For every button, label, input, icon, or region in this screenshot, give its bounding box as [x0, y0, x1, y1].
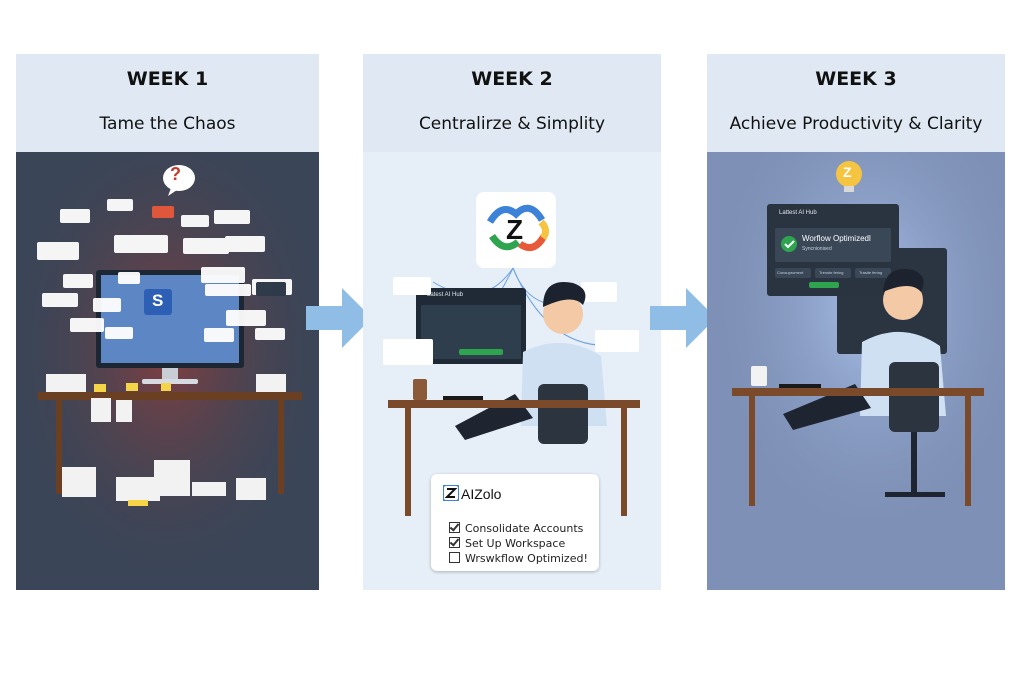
week-2-subtitle: Centralirze & Simplity — [418, 114, 606, 134]
person-head — [883, 280, 923, 320]
status-subtitle: Syncnionised — [802, 246, 832, 252]
paper-piles — [46, 374, 286, 501]
checkbox-checked-icon[interactable] — [449, 522, 460, 533]
week-3-heading: WEEK 3 — [815, 68, 897, 90]
success-check-icon — [781, 236, 797, 252]
desk-top — [388, 400, 640, 408]
chaos-illustration: ? S — [16, 152, 319, 590]
checklist-title: AIZolo — [461, 486, 502, 502]
checkbox-unchecked-icon[interactable] — [449, 552, 460, 563]
week-1-panel: WEEK 1 Tame the Chaos — [16, 54, 319, 590]
desk-top — [38, 392, 302, 400]
progress-arrow-2 — [650, 288, 716, 348]
aizolo-z-icon — [443, 485, 459, 501]
dashboard-button-3[interactable]: Trasite fering — [859, 270, 883, 275]
week-3-panel: WEEK 3 Achieve Productivity & Clarity — [707, 54, 1005, 590]
productivity-illustration: Z Lattest AI Hub Worflow Optimizedl Sync… — [707, 152, 1005, 590]
week-2-heading: WEEK 2 — [471, 68, 553, 90]
coffee-cup-icon — [413, 379, 427, 400]
coffee-cup-icon — [751, 366, 767, 386]
bulb-letter: Z — [843, 164, 852, 180]
productivity-scene-svg — [707, 152, 1005, 590]
monitor-app-letter: S — [152, 291, 164, 310]
dashboard-title: Lattest AI Hub — [779, 210, 817, 216]
hub-monitor-title: Latest AI Hub — [427, 292, 464, 298]
lightbulb-icon — [836, 161, 862, 187]
person-head — [543, 294, 583, 334]
desk-top — [732, 388, 984, 396]
question-mark: ? — [170, 164, 181, 184]
question-bubble-icon — [163, 165, 195, 196]
app-logo-icon — [144, 289, 172, 315]
week-3-subtitle: Achieve Productivity & Clarity — [729, 114, 983, 134]
status-title: Worflow Optimizedl — [802, 234, 871, 243]
logo-letter: Z — [506, 214, 524, 245]
week-1-heading: WEEK 1 — [126, 68, 209, 90]
checklist-item-workspace[interactable]: Set Up Workspace — [449, 537, 565, 550]
checklist-item-consolidate[interactable]: Consolidate Accounts — [449, 522, 583, 535]
dashboard-button-2[interactable]: Trenste fering — [819, 270, 844, 275]
centralize-scene-svg — [383, 192, 640, 516]
chaos-scene-svg — [16, 152, 319, 590]
floating-app-cards — [37, 199, 292, 342]
checklist-item-workflow[interactable]: Wrswkflow Optimized! — [449, 552, 588, 565]
checkbox-checked-icon[interactable] — [449, 537, 460, 548]
progress-arrow-1 — [306, 288, 372, 348]
week-1-subtitle: Tame the Chaos — [99, 114, 236, 134]
dashboard-button-1[interactable]: Consuproment — [777, 270, 804, 275]
onboarding-checklist: AIZolo Consolidate Accounts Set Up Works… — [431, 474, 599, 571]
